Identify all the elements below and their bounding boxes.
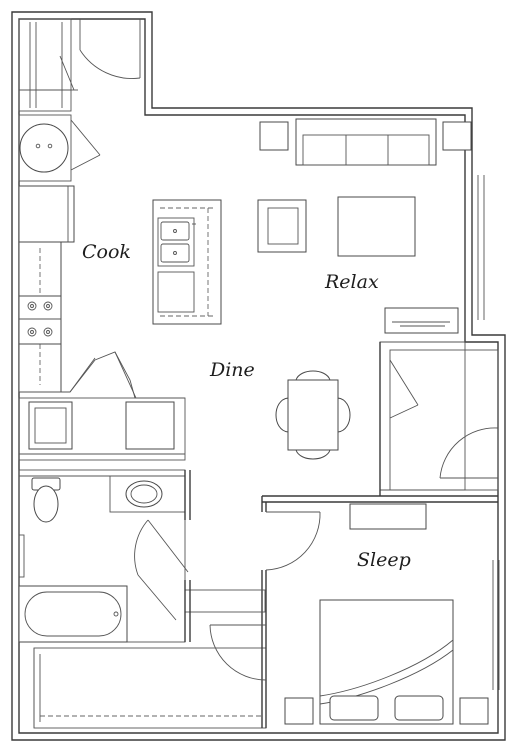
washer [28, 401, 73, 450]
room-label-relax: Relax [324, 271, 379, 293]
water-heater-closet [18, 114, 101, 182]
room-label-sleep: Sleep [357, 549, 411, 571]
dishwasher [157, 271, 195, 313]
tv-console [384, 307, 459, 334]
room-label-cook: Cook [82, 241, 131, 263]
dryer [125, 401, 175, 450]
kitchen-counters [18, 185, 75, 393]
sink-icon [160, 221, 190, 241]
dresser [349, 503, 427, 530]
pillow-left [329, 695, 379, 721]
room-label-dine: Dine [209, 359, 255, 381]
nightstand-left [284, 697, 314, 725]
pillow-right [394, 695, 444, 721]
bathroom [18, 469, 189, 643]
living-furniture [257, 118, 472, 334]
entry-door [79, 19, 141, 79]
end-table-left [259, 121, 289, 151]
water-heater [19, 123, 69, 173]
entry-closet [18, 18, 78, 112]
dining-set [275, 370, 351, 460]
bed [284, 599, 489, 725]
pantry [18, 351, 186, 461]
stove-range [18, 295, 62, 345]
nightstand-right [459, 697, 489, 725]
dining-table [287, 379, 339, 451]
kitchen-island [152, 199, 222, 325]
bathtub [18, 585, 128, 643]
hall-closet [379, 341, 499, 491]
coffee-table [337, 196, 416, 257]
end-table-right [442, 121, 472, 151]
bedroom-closet [33, 647, 267, 729]
toilet-icon [33, 485, 59, 523]
sofa [295, 118, 437, 166]
partitions [184, 342, 381, 642]
